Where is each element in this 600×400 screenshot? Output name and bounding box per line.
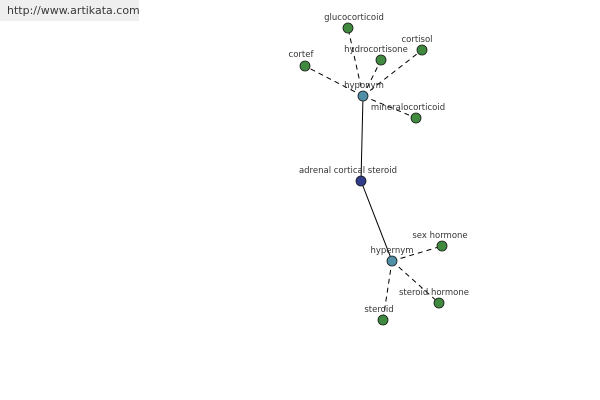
relation-node-hypernym[interactable] [386,255,398,267]
term-label-steroid-hormone: steroid hormone [399,288,469,298]
term-node-glucocorticoid[interactable] [342,22,354,34]
term-node-sex-hormone[interactable] [436,240,448,252]
term-node-mineralocorticoid[interactable] [410,112,422,124]
edge-hypernym-steroid-hormone [391,260,440,304]
term-label-glucocorticoid: glucocorticoid [324,13,384,23]
edge-hyponym-mineralocorticoid [362,95,417,119]
edge-hypernym-steroid [382,260,393,321]
term-label-mineralocorticoid: mineralocorticoid [371,103,445,113]
term-node-cortef[interactable] [299,60,311,72]
edge-center-hypernym [360,180,393,262]
term-label-cortisol: cortisol [401,35,432,45]
edge-hyponym-hydrocortisone [362,59,382,97]
term-node-cortisol[interactable] [416,44,428,56]
graph-edges [304,27,443,321]
relation-node-hyponym[interactable] [357,90,369,102]
term-label-sex-hormone: sex hormone [412,231,467,241]
term-label-steroid: steroid [364,305,393,315]
relation-label-hypernym: hypernym [370,246,413,256]
graph-labels: adrenal cortical steroid hyponym glucocort… [289,13,469,315]
center-label: adrenal cortical steroid [299,166,397,176]
source-link[interactable]: http://www.artikata.com [0,0,140,21]
term-node-steroid[interactable] [377,314,389,326]
term-label-hydrocortisone: hydrocortisone [344,45,408,55]
center-node[interactable] [355,175,367,187]
edge-hyponym-glucocorticoid [347,27,364,97]
edge-hyponym-cortisol [362,49,423,97]
term-label-cortef: cortef [289,50,315,60]
graph-nodes [299,22,448,326]
edge-center-hyponym [360,95,364,182]
term-node-steroid-hormone[interactable] [433,297,445,309]
edge-hyponym-cortef [304,65,364,97]
relation-label-hyponym: hyponym [344,81,384,91]
term-node-hydrocortisone[interactable] [375,54,387,66]
